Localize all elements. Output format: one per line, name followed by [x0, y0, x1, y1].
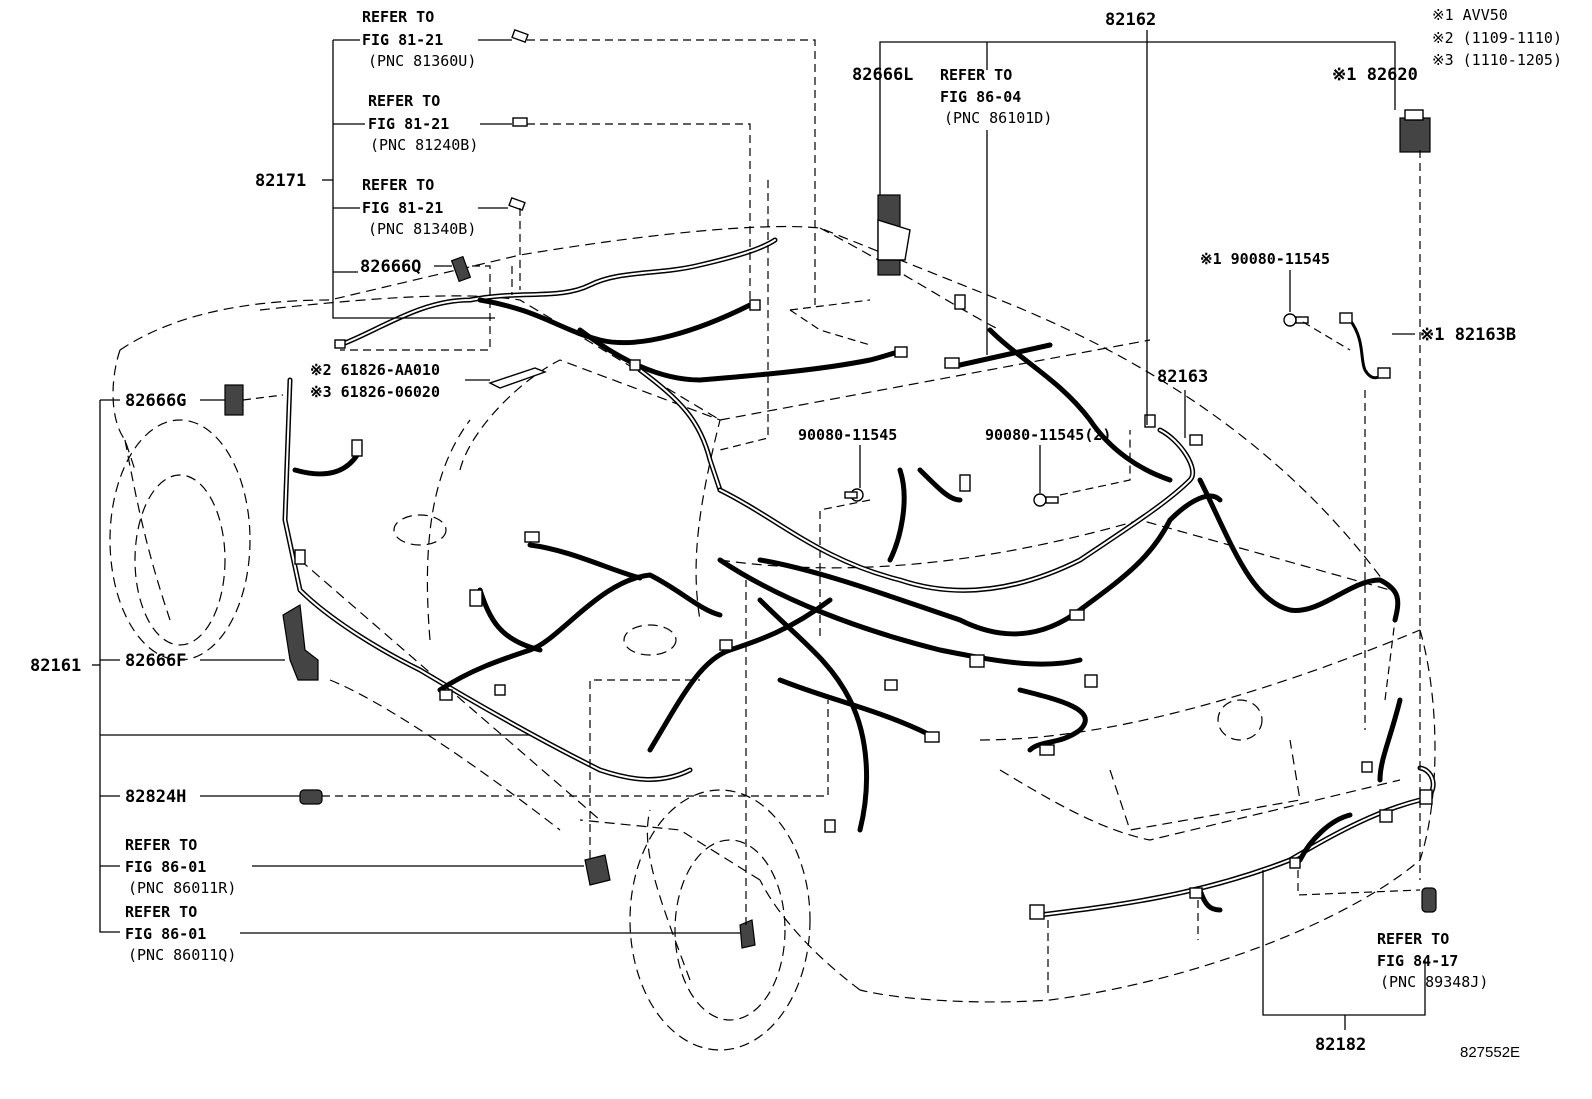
legend: ※1 AVV50 ※2 (1109-1110) ※3 (1110-1205) [1432, 6, 1562, 69]
82666F-bracket [282, 604, 319, 681]
90080-bolt-1 [1283, 313, 1297, 327]
svg-text:(PNC 86011Q): (PNC 86011Q) [128, 946, 236, 964]
legend-note-3: ※3 (1110-1205) [1432, 51, 1562, 69]
svg-text:REFER TO: REFER TO [362, 8, 434, 26]
label-82171: 82171 [255, 171, 306, 191]
label-82182: 82182 [1315, 1035, 1366, 1055]
svg-text:FIG 86-04: FIG 86-04 [940, 88, 1021, 106]
ref-86101D: REFER TO FIG 86-04 (PNC 86101D) [940, 66, 1052, 127]
label-90080-1: ※1 90080-11545 [1200, 250, 1330, 268]
svg-text:REFER TO: REFER TO [1377, 930, 1449, 948]
86011R-sensor [584, 854, 611, 886]
ref-81340B: REFER TO FIG 81-21 (PNC 81340B) [362, 176, 476, 238]
label-82666G: 82666G [125, 391, 186, 411]
label-61826-1: ※2 61826-AA010 [310, 361, 440, 379]
svg-text:FIG 81-21: FIG 81-21 [368, 115, 449, 133]
ref-86011Q: REFER TO FIG 86-01 (PNC 86011Q) [125, 903, 236, 964]
label-82162: 82162 [1105, 10, 1156, 30]
82666G-bracket [224, 384, 244, 416]
svg-text:FIG 86-01: FIG 86-01 [125, 858, 206, 876]
svg-text:(PNC 86011R): (PNC 86011R) [128, 879, 236, 897]
svg-text:FIG 86-01: FIG 86-01 [125, 925, 206, 943]
61826-plate [488, 367, 547, 389]
82620-relay-block [1399, 117, 1431, 153]
86011Q-sensor [739, 919, 756, 949]
label-82666L: 82666L [852, 65, 913, 85]
label-82666F: 82666F [125, 651, 186, 671]
ref-86011R: REFER TO FIG 86-01 (PNC 86011R) [125, 836, 236, 897]
svg-text:REFER TO: REFER TO [368, 92, 440, 110]
ref-81240B: REFER TO FIG 81-21 (PNC 81240B) [368, 92, 478, 154]
label-82161: 82161 [30, 656, 81, 676]
figure-id: 827552E [1460, 1044, 1520, 1061]
legend-note-1: ※1 AVV50 [1432, 6, 1508, 24]
legend-note-2: ※2 (1109-1110) [1432, 29, 1562, 47]
ref-89348J: REFER TO FIG 84-17 (PNC 89348J) [1377, 930, 1488, 991]
label-82620: ※1 82620 [1332, 65, 1418, 85]
car-body-outline [109, 225, 1436, 1051]
svg-text:REFER TO: REFER TO [125, 903, 197, 921]
ref-81360U: REFER TO FIG 81-21 (PNC 81360U) [362, 8, 476, 70]
90080-bolt-3 [1033, 493, 1047, 507]
parts [224, 28, 1437, 949]
reference-labels: REFER TO FIG 81-21 (PNC 81360U) REFER TO… [125, 8, 1488, 991]
svg-text:(PNC 89348J): (PNC 89348J) [1380, 973, 1488, 991]
82666Q-clip [450, 255, 472, 283]
svg-text:(PNC 81240B): (PNC 81240B) [370, 136, 478, 154]
part-labels: 82162 82666L ※1 82620 82171 82666Q 82666… [30, 10, 1520, 1061]
82824H-clip [299, 789, 323, 805]
label-90080-3: 90080-11545(2) [985, 426, 1111, 444]
89348J-sensor [1421, 887, 1437, 913]
svg-text:(PNC 81340B): (PNC 81340B) [368, 220, 476, 238]
svg-text:FIG 84-17: FIG 84-17 [1377, 952, 1458, 970]
svg-text:FIG 81-21: FIG 81-21 [362, 199, 443, 217]
svg-text:REFER TO: REFER TO [940, 66, 1012, 84]
label-82666Q: 82666Q [360, 257, 421, 277]
svg-text:(PNC 86101D): (PNC 86101D) [944, 109, 1052, 127]
label-61826-2: ※3 61826-06020 [310, 383, 440, 401]
leader-lines [92, 30, 1426, 1030]
label-90080-2: 90080-11545 [798, 426, 897, 444]
svg-text:REFER TO: REFER TO [125, 836, 197, 854]
dashed-reference-lines [242, 39, 1421, 995]
label-82163: 82163 [1157, 367, 1208, 387]
label-82824H: 82824H [125, 787, 186, 807]
label-82163B: ※1 82163B [1420, 325, 1516, 345]
svg-text:REFER TO: REFER TO [362, 176, 434, 194]
svg-text:(PNC 81360U): (PNC 81360U) [368, 52, 476, 70]
svg-text:FIG 81-21: FIG 81-21 [362, 31, 443, 49]
